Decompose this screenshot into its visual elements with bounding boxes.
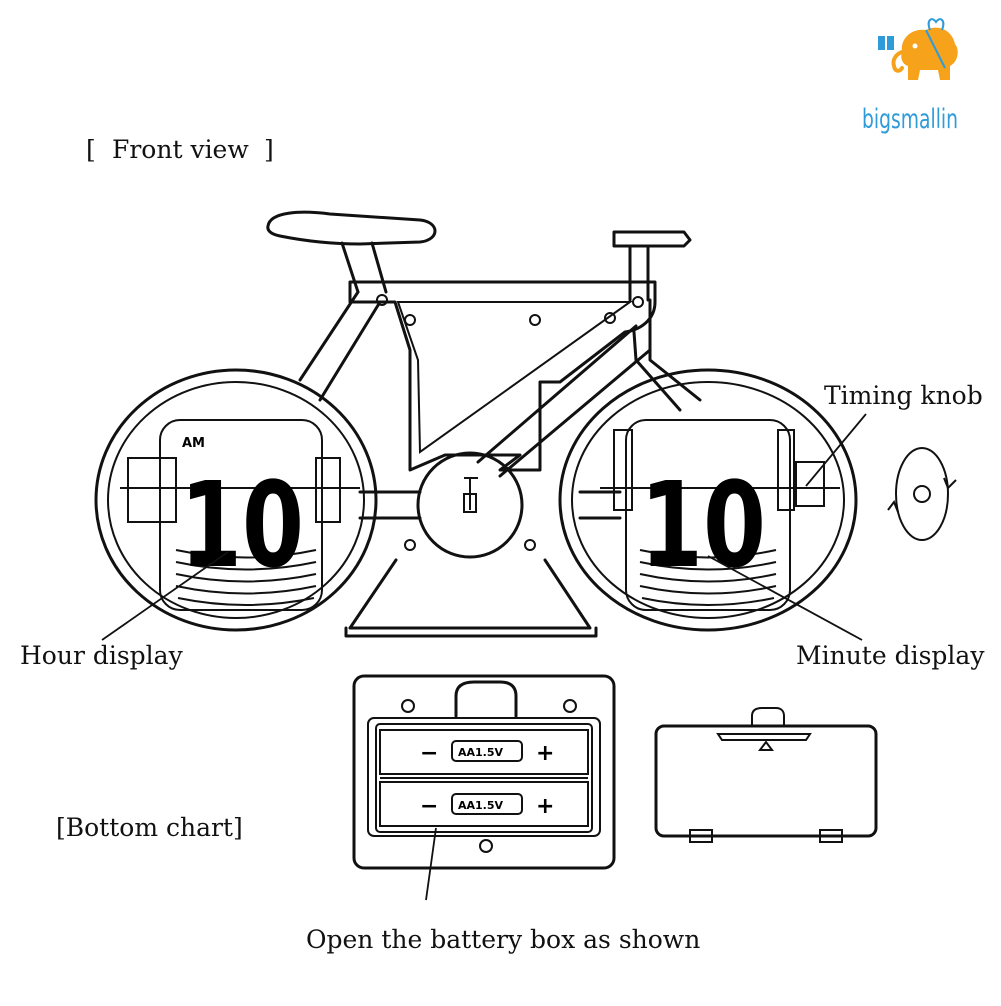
- screw: [376, 294, 388, 306]
- frame-inner-panel: [396, 301, 634, 454]
- chain-stay: [358, 490, 622, 520]
- minute-display-leader: [707, 555, 863, 641]
- minute-wheel: 10: [558, 368, 858, 632]
- bicycle-clock: AM 10 10: [94, 210, 858, 638]
- down-tube: [476, 324, 652, 478]
- front-view-open-bracket: [: [86, 135, 96, 164]
- screw: [404, 314, 416, 326]
- minute-display-label: Minute display: [796, 641, 985, 670]
- seat-post: [340, 241, 388, 294]
- crank-hub: [416, 451, 524, 559]
- battery-2-plus: +: [536, 794, 554, 819]
- bottom-chart-label: [Bottom chart]: [56, 813, 243, 842]
- screw: [632, 296, 644, 308]
- screw: [524, 539, 536, 551]
- battery-leader: [425, 827, 437, 901]
- fork: [632, 298, 702, 412]
- hour-display-label: Hour display: [20, 641, 184, 670]
- battery-1-label: AA1.5V: [458, 746, 504, 759]
- timing-knob-label: Timing knob: [824, 381, 983, 410]
- flip-cards-minute: [639, 549, 777, 606]
- screw: [604, 312, 616, 324]
- battery-box-open: − AA1.5V + − AA1.5V +: [352, 674, 616, 870]
- hour-wheel: AM 10: [94, 368, 378, 632]
- handlebar: [612, 230, 692, 302]
- elephant-gift-logo: [878, 18, 958, 80]
- am-pm-indicator: AM: [182, 436, 205, 451]
- crank-pedal: [463, 477, 478, 513]
- screw: [404, 539, 416, 551]
- battery-2-minus: −: [420, 794, 438, 819]
- screw: [529, 314, 541, 326]
- front-view-title: Front view: [112, 135, 249, 164]
- stand: [344, 558, 598, 638]
- battery-1-plus: +: [536, 741, 554, 766]
- battery-instruction: Open the battery box as shown: [306, 925, 700, 954]
- front-view-close-bracket: ]: [264, 135, 274, 164]
- frame-top-panel: [348, 280, 657, 472]
- hour-display-leader: [101, 551, 229, 641]
- rotate-icon: [887, 447, 957, 541]
- saddle: [266, 210, 437, 246]
- rear-stay: [298, 290, 382, 402]
- logo-text: bigsmallin: [862, 104, 958, 135]
- battery-2-label: AA1.5V: [458, 799, 504, 812]
- minute-digits: 10: [640, 456, 766, 594]
- timing-knob-leader: [805, 413, 867, 487]
- battery-1-minus: −: [420, 741, 438, 766]
- timing-knob: [795, 461, 825, 507]
- battery-cover: [654, 707, 878, 843]
- brand-logo: bigsmallin: [862, 18, 958, 135]
